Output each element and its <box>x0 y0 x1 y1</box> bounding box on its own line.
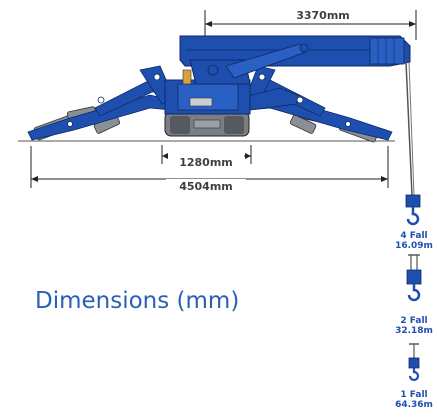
outrigger-span-dimension: 4504mm <box>30 146 389 193</box>
main-hook-icon <box>405 194 421 226</box>
track-width-dimension: 1280mm <box>161 145 252 169</box>
hook-load-label: 32.18m <box>395 326 433 336</box>
hook-falls-label: 1 Fall <box>400 390 427 400</box>
hook-falls-label: 4 Fall <box>400 231 427 241</box>
hook-load-label: 64.36m <box>395 400 433 410</box>
hook-config-2-fall: 2 Fall 32.18m <box>395 316 433 336</box>
hook-load-label: 16.09m <box>395 241 433 251</box>
boom-length-label: 3370mm <box>296 9 350 22</box>
one-fall-hook-icon <box>408 343 420 382</box>
hook-config-1-fall: 1 Fall 64.36m <box>395 390 433 410</box>
track-width-label: 1280mm <box>179 156 233 169</box>
hook-config-4-fall: 4 Fall 16.09m <box>395 231 433 251</box>
two-fall-hook-icon <box>406 254 422 302</box>
hook-falls-label: 2 Fall <box>400 316 427 326</box>
page-title: Dimensions (mm) <box>35 288 240 314</box>
outrigger-pins <box>67 73 351 127</box>
boom-length-dimension: 3370mm <box>204 8 417 40</box>
outrigger-span-label: 4504mm <box>179 180 233 193</box>
hoist-rope <box>405 61 415 196</box>
outrigger-legs <box>27 65 393 141</box>
crawler-tracks <box>164 111 250 137</box>
crane-boom <box>179 35 411 85</box>
